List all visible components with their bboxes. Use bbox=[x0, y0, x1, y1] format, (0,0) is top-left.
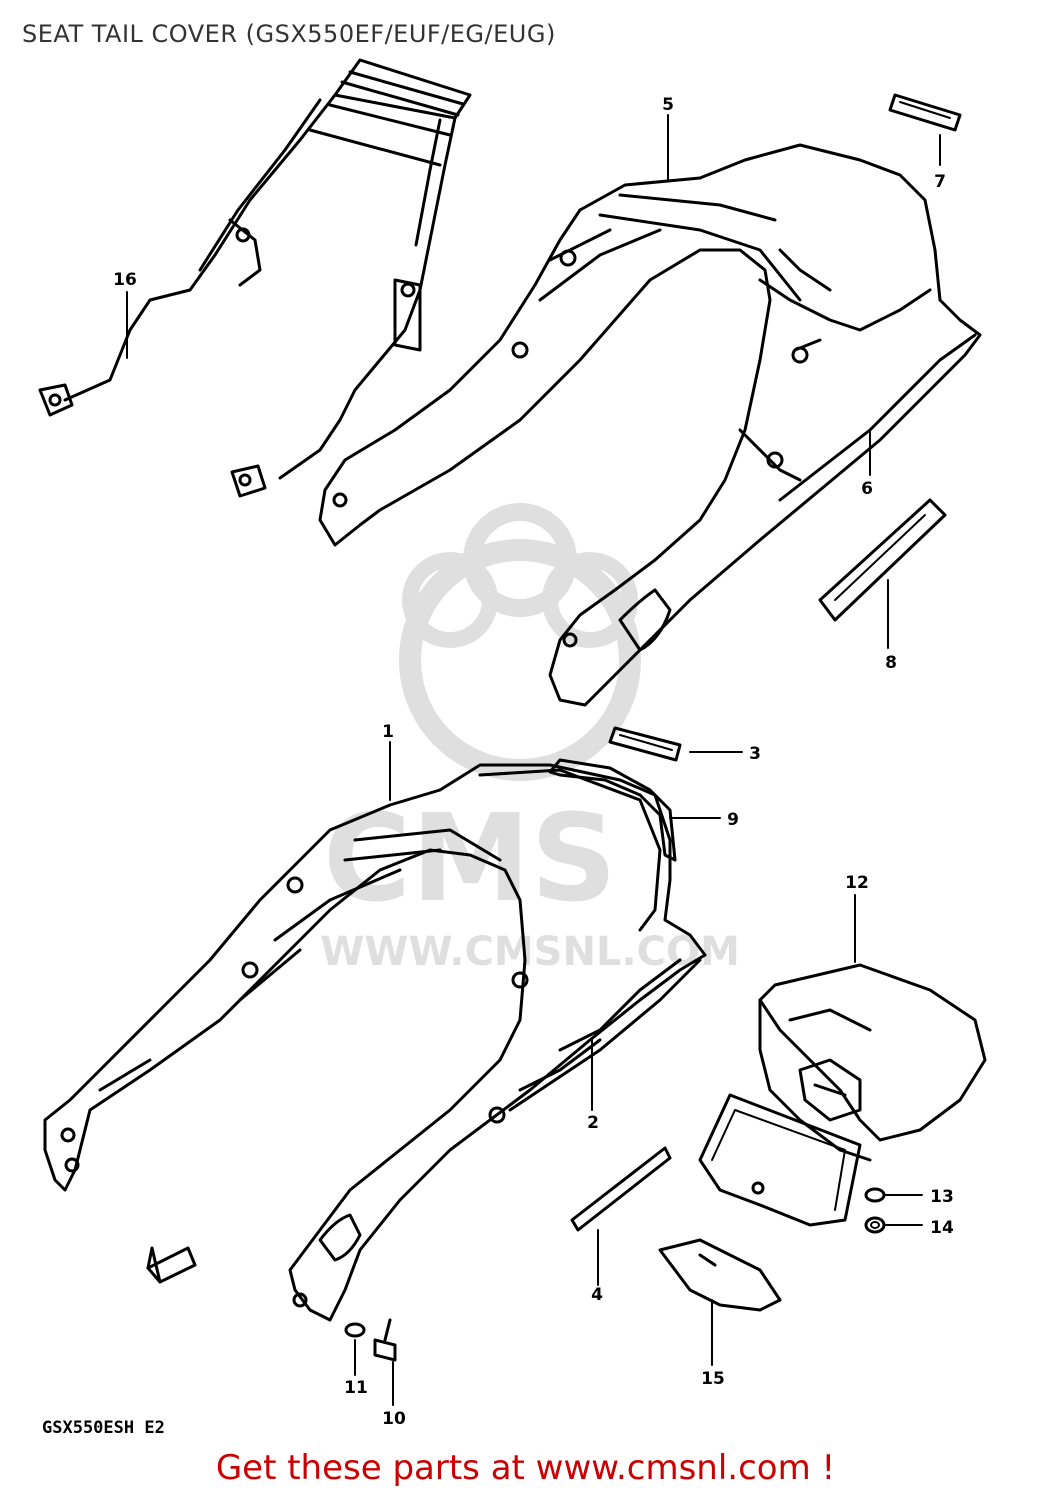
page-title: SEAT TAIL COVER (GSX550EF/EUF/EG/EUG) bbox=[22, 20, 556, 48]
callout-10: 10 bbox=[382, 1409, 406, 1429]
bolt-10 bbox=[373, 1318, 397, 1362]
badge-7 bbox=[888, 93, 962, 132]
watermark-logo: CMS bbox=[323, 790, 617, 929]
callout-16: 16 bbox=[113, 270, 137, 290]
nut-14 bbox=[864, 1216, 886, 1234]
cushion-15 bbox=[658, 1238, 782, 1312]
watermark-url: WWW.CMSNL.COM bbox=[320, 929, 740, 975]
callout-8: 8 bbox=[885, 653, 897, 673]
rear-carrier-rack bbox=[38, 58, 472, 498]
callout-12: 12 bbox=[845, 873, 869, 893]
lower-trim-strip bbox=[508, 958, 702, 1112]
emblem-8 bbox=[818, 498, 947, 622]
washer-13 bbox=[864, 1187, 886, 1203]
upper-trim-strip bbox=[778, 333, 977, 502]
seal-9 bbox=[548, 758, 677, 862]
callout-13: 13 bbox=[930, 1187, 954, 1207]
lower-seat-tail-cover bbox=[43, 763, 707, 1322]
callout-3: 3 bbox=[749, 744, 761, 764]
callout-2: 2 bbox=[587, 1113, 599, 1133]
callout-1: 1 bbox=[382, 722, 394, 742]
callout-7: 7 bbox=[934, 172, 946, 192]
front-arrow-icon bbox=[146, 1246, 197, 1284]
leader-lines bbox=[126, 114, 941, 1406]
diagram-code: GSX550ESH E2 bbox=[42, 1418, 165, 1438]
washer-11 bbox=[344, 1322, 366, 1338]
callout-14: 14 bbox=[930, 1218, 954, 1238]
callout-11: 11 bbox=[344, 1378, 368, 1398]
callout-4: 4 bbox=[591, 1285, 603, 1305]
footer-link[interactable]: Get these parts at www.cmsnl.com ! bbox=[215, 1448, 836, 1488]
upper-seat-tail-cover bbox=[318, 143, 982, 707]
emblem-4 bbox=[570, 1146, 672, 1232]
callout-15: 15 bbox=[701, 1369, 725, 1389]
callout-6: 6 bbox=[861, 479, 873, 499]
callout-9: 9 bbox=[727, 810, 739, 830]
callout-5: 5 bbox=[662, 95, 674, 115]
tail-box-12 bbox=[698, 963, 987, 1227]
badge-3 bbox=[608, 726, 682, 762]
